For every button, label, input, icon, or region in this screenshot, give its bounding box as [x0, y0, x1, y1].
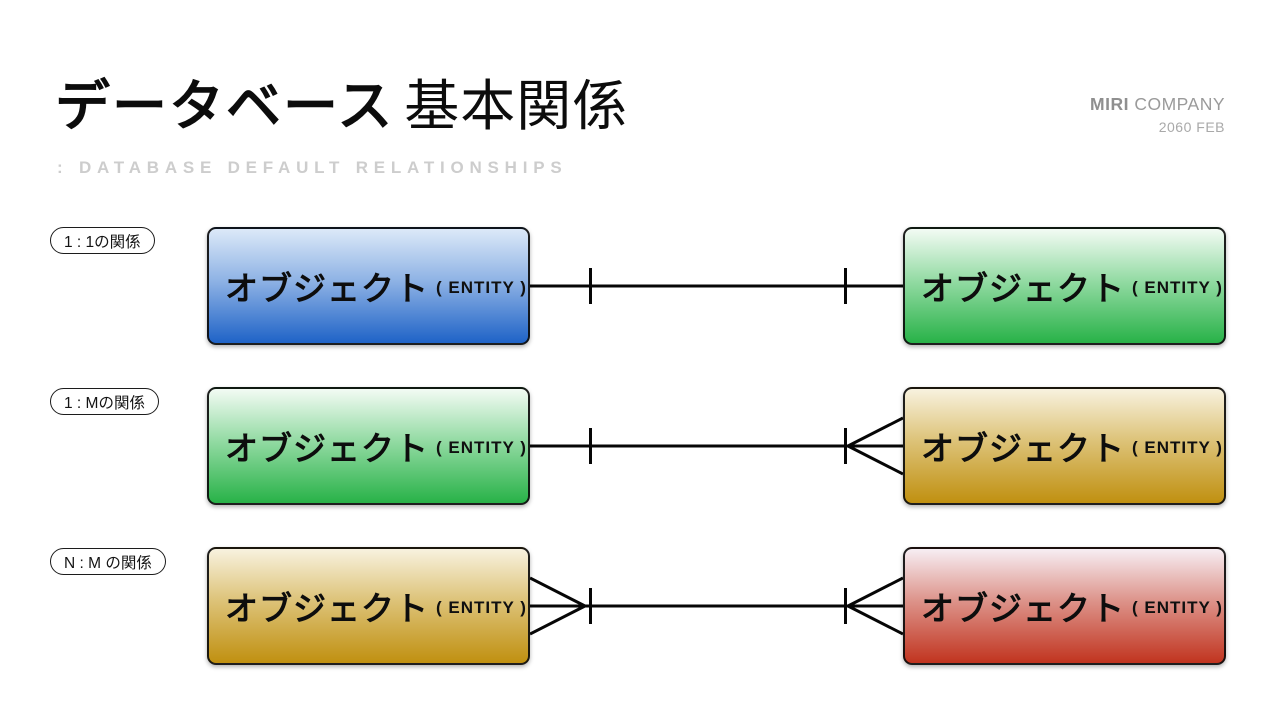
entity-name: オブジェクト [225, 430, 429, 467]
entity-box-1-right: オブジェクト ( ENTITY ) [903, 227, 1226, 345]
company-block: MIRI COMPANY 2060 FEB [1090, 92, 1225, 138]
connector-one-to-one [530, 268, 903, 304]
entity-subname: ( ENTITY ) [436, 598, 527, 617]
entity-name: オブジェクト [921, 270, 1125, 307]
page-title-main: データベース [55, 75, 395, 137]
crow-foot-icon [530, 576, 586, 636]
company-date: 2060 FEB [1158, 119, 1225, 136]
entity-name: オブジェクト [921, 590, 1125, 627]
entity-box-1-left: オブジェクト ( ENTITY ) [207, 227, 530, 345]
connector-one-to-many [530, 416, 903, 476]
entity-name: オブジェクト [921, 430, 1125, 467]
entity-subname: ( ENTITY ) [1132, 278, 1223, 297]
page-title: データベース基本関係 [55, 76, 628, 137]
entity-box-3-right: オブジェクト ( ENTITY ) [903, 547, 1226, 665]
entity-subname: ( ENTITY ) [436, 278, 527, 297]
crow-foot-icon [847, 576, 903, 636]
page-subtitle: : DATABASE DEFAULT RELATIONSHIPS [57, 158, 568, 177]
entity-subname: ( ENTITY ) [1132, 598, 1223, 617]
entity-name: オブジェクト [225, 270, 429, 307]
entity-subname: ( ENTITY ) [1132, 438, 1223, 457]
company-name: MIRI COMPANY [1090, 92, 1225, 117]
entity-box-2-right: オブジェクト ( ENTITY ) [903, 387, 1226, 505]
company-name-bold: MIRI [1090, 94, 1129, 114]
row-label-n-m: N : M の関係 [50, 548, 166, 575]
entity-subname: ( ENTITY ) [436, 438, 527, 457]
row-label-1-m: 1 : Mの関係 [50, 388, 159, 415]
company-name-rest: COMPANY [1128, 94, 1225, 114]
row-label-1-1: 1 : 1の関係 [50, 227, 155, 254]
crow-foot-icon [847, 416, 903, 476]
entity-box-3-left: オブジェクト ( ENTITY ) [207, 547, 530, 665]
entity-name: オブジェクト [225, 590, 429, 627]
entity-box-2-left: オブジェクト ( ENTITY ) [207, 387, 530, 505]
page-title-sub: 基本関係 [404, 75, 629, 137]
connector-many-to-many [530, 576, 903, 636]
